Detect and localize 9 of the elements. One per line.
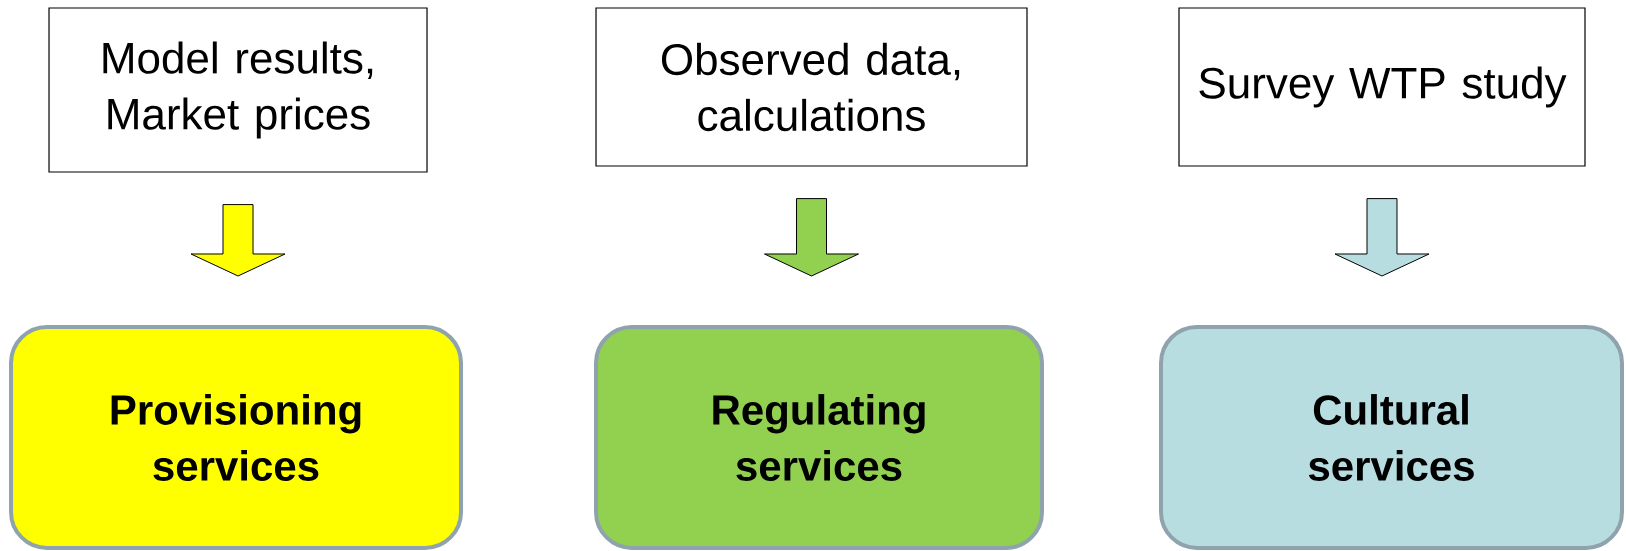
block-arrow (1334, 198, 1430, 277)
block-arrow (190, 204, 286, 277)
block-arrow (764, 198, 859, 277)
service-box: Provisioning services (9, 325, 463, 550)
source-box: Model results, Market prices (48, 7, 428, 173)
source-box: Observed data, calculations (595, 7, 1028, 167)
service-box: Regulating services (594, 325, 1044, 550)
source-box: Survey WTP study (1178, 7, 1586, 167)
service-box: Cultural services (1159, 325, 1624, 550)
